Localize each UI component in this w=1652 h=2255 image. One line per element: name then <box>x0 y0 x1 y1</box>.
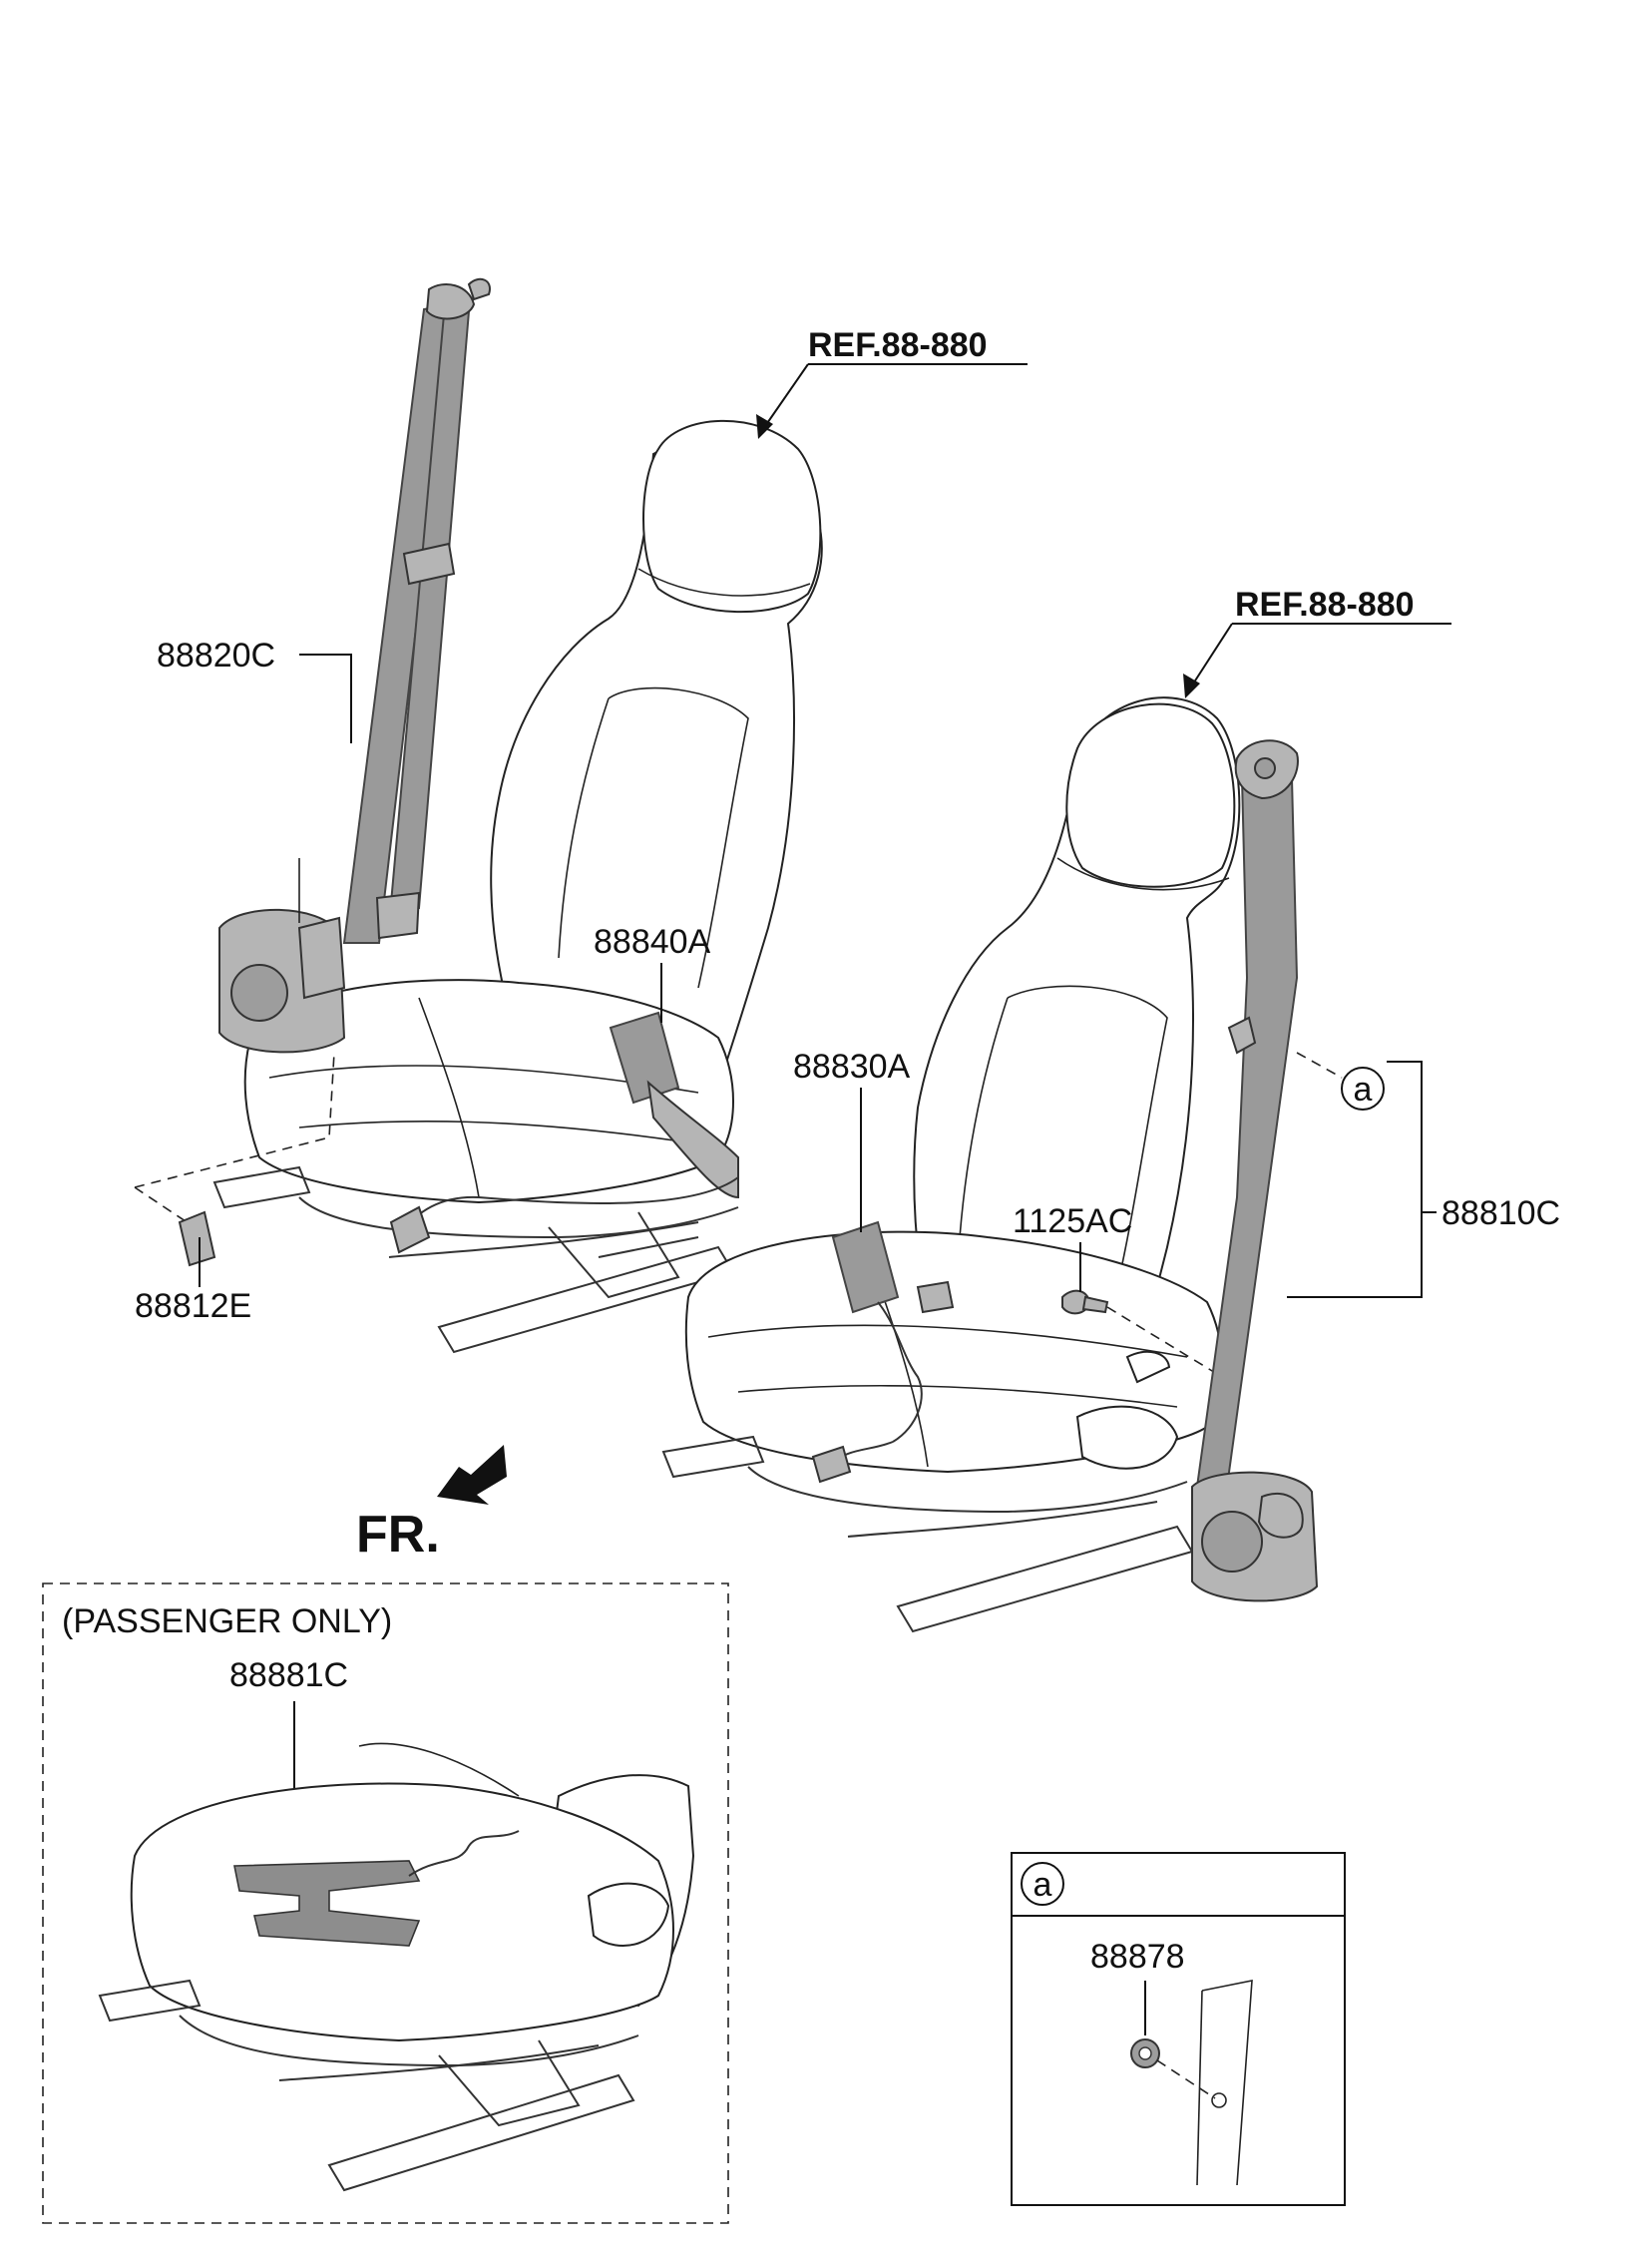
reference-arrows <box>756 363 1451 698</box>
ref-label-lower: REF.88-880 <box>1235 586 1415 624</box>
part-label-88810c: 88810C <box>1442 1194 1560 1232</box>
left-anchor-bolt <box>134 1052 335 1267</box>
detail-box-marker-label: a <box>1033 1866 1052 1904</box>
inset-dashed-frame <box>42 1582 729 2224</box>
passenger-only-inset: (PASSENGER ONLY) 88881C <box>42 1582 729 2224</box>
left-seat-illustration <box>212 419 823 1354</box>
detail-box-marker-circle <box>1021 1862 1064 1906</box>
leader-lines <box>199 654 1081 2026</box>
detail-marker-label: a <box>1354 1071 1373 1109</box>
occupant-sensor-mat <box>233 1860 421 1947</box>
part-label-88878: 88878 <box>1090 1938 1185 1976</box>
detail-marker-circle <box>1341 1067 1385 1111</box>
detail-box-frame <box>1011 1852 1346 2206</box>
right-anchor-bolt <box>1061 1289 1223 1378</box>
inset-title: (PASSENGER ONLY) <box>62 1602 392 1640</box>
left-seat-buckle <box>389 1011 739 1254</box>
part-label-88830a: 88830A <box>793 1048 911 1086</box>
right-seat-buckle <box>811 1220 955 1484</box>
front-arrow-icon <box>437 1445 507 1505</box>
part-labels: REF.88-880 REF.88-880 88820C 88812E 8884… <box>135 326 1560 1325</box>
front-direction-indicator: FR. <box>356 1445 507 1564</box>
left-seat-belt-assembly <box>218 277 491 1054</box>
part-label-1125ac: 1125AC <box>1013 1202 1132 1240</box>
ref-label-upper: REF.88-880 <box>808 326 988 364</box>
part-label-88840a: 88840A <box>594 923 711 961</box>
front-direction-label: FR. <box>356 1506 440 1564</box>
detail-a-callout: a <box>1287 1052 1437 1298</box>
detail-a-box: a 88878 <box>1011 1852 1346 2206</box>
right-seat-belt-assembly <box>1191 739 1319 1602</box>
part-label-88881c: 88881C <box>229 1656 348 1694</box>
part-label-88812e: 88812E <box>135 1287 251 1325</box>
right-seat-illustration <box>661 696 1241 1633</box>
part-label-88820c: 88820C <box>157 637 275 675</box>
